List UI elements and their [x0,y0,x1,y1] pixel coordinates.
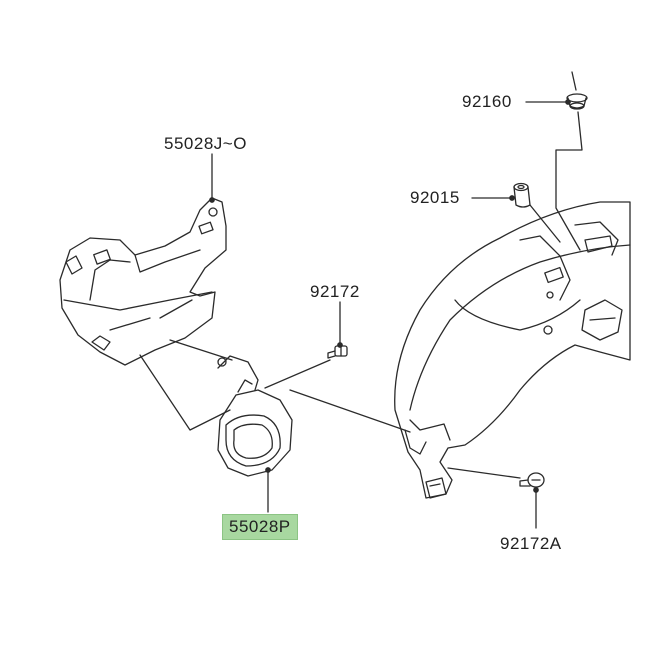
assembly-lines [139,71,583,479]
part-label-55028j: 55028J~O [164,134,247,153]
right-fairing-body [394,201,631,499]
part-label-92172: 92172 [310,282,360,301]
part-label-55028p-highlighted: 55028P [222,514,298,540]
screw-92172 [327,345,348,359]
left-cowl-55028j [59,197,227,366]
grommet-92160 [566,93,588,110]
leader-92172 [337,301,343,348]
part-label-92172a: 92172A [500,534,562,553]
screw-92172a [519,472,545,488]
collar-92015 [513,182,531,208]
leader-92160 [525,99,571,105]
part-label-92160: 92160 [462,92,512,111]
light-unit-55028p [217,355,293,477]
leader-55028p [265,467,271,513]
leader-92015 [471,195,515,201]
part-label-92015: 92015 [410,188,460,207]
leader-55028j [209,153,215,203]
leader-92172a [533,487,539,529]
